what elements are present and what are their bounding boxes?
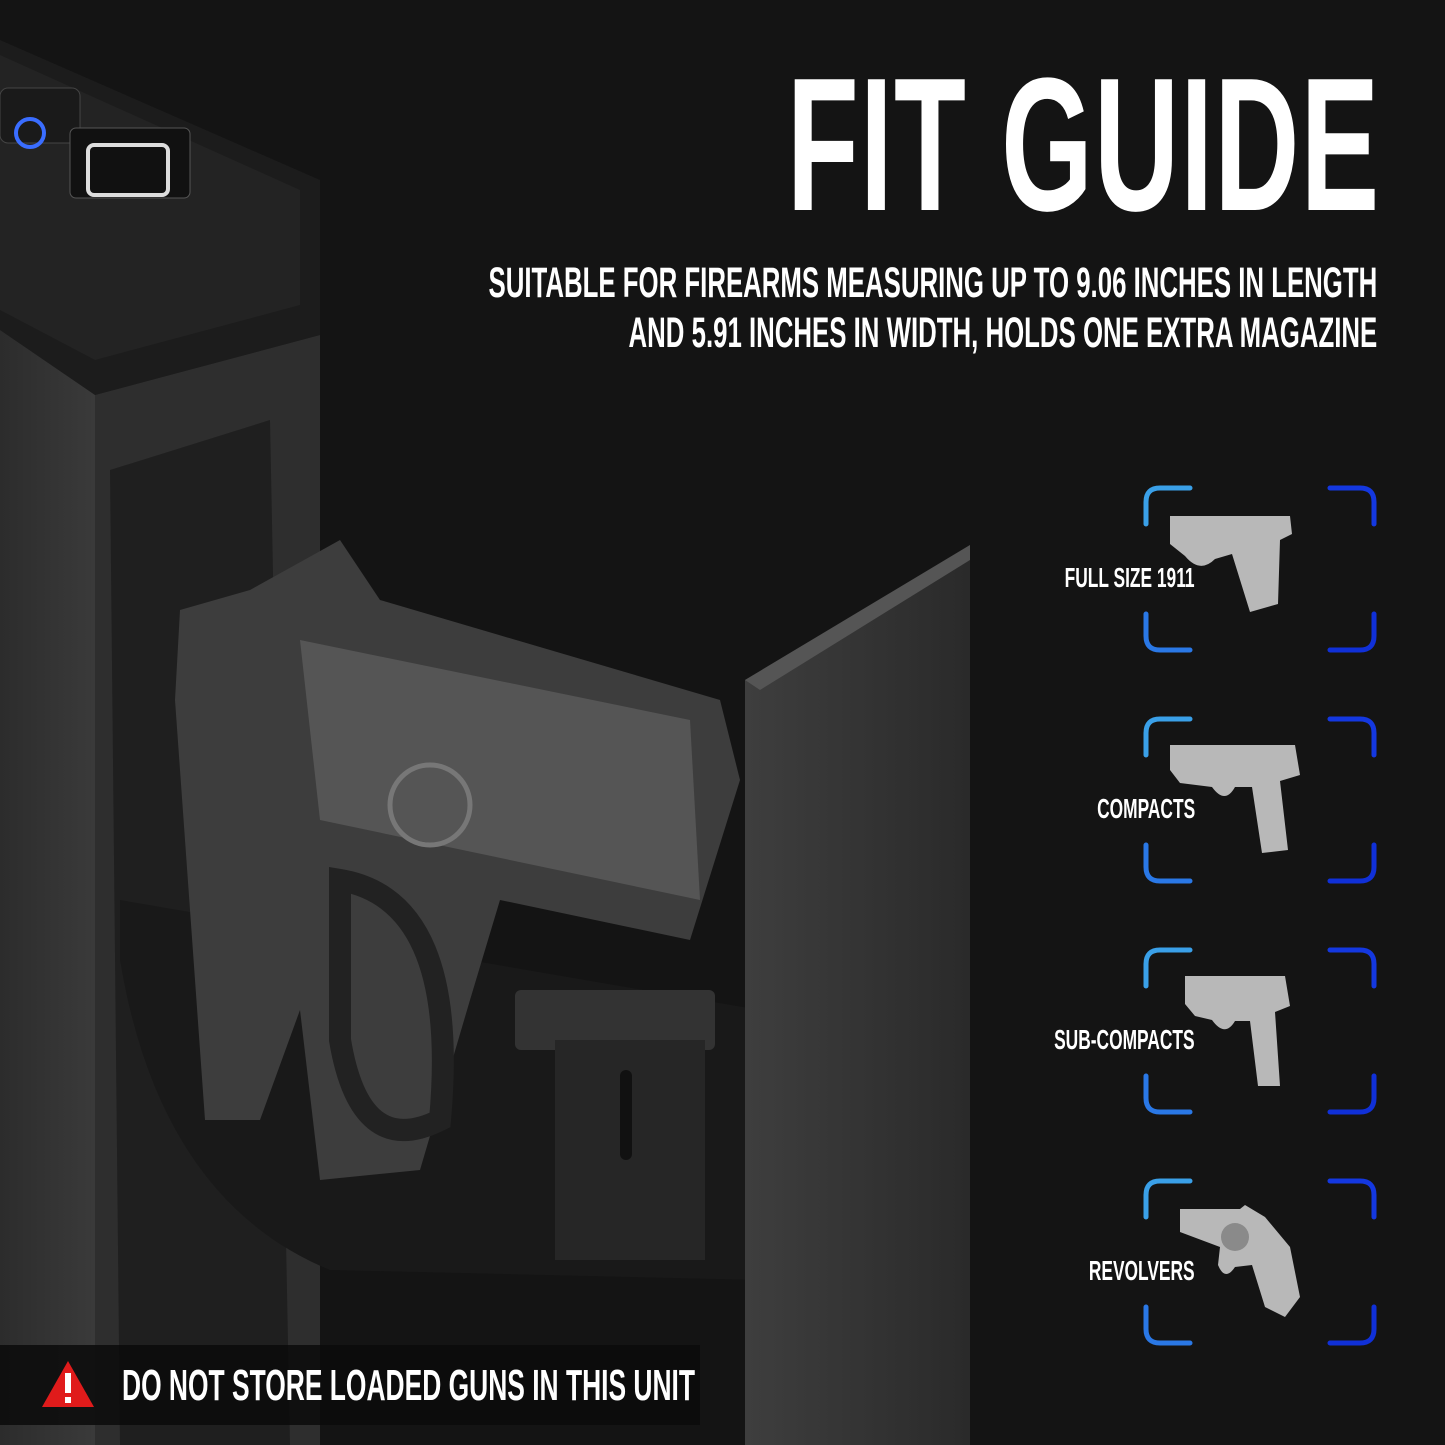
subtitle: SUITABLE FOR FIREARMS MEASURING UP TO 9.… <box>0 258 1377 358</box>
fit-item-label: FULL SIZE 1911 <box>1065 562 1195 593</box>
subtitle-line-1: SUITABLE FOR FIREARMS MEASURING UP TO 9.… <box>488 259 1377 307</box>
fit-item-revolvers: REVOLVERS <box>1040 1177 1380 1347</box>
page-title: FIT GUIDE <box>786 39 1380 251</box>
fit-item-label: SUB-COMPACTS <box>1054 1024 1195 1055</box>
warning-triangle-icon <box>42 1361 94 1407</box>
subcompact-pistol-icon <box>1140 946 1380 1116</box>
fit-item-compacts: COMPACTS <box>1040 715 1380 885</box>
fit-item-label: COMPACTS <box>1096 793 1195 824</box>
revolver-icon <box>1140 1177 1380 1347</box>
fit-item-full-size-1911: FULL SIZE 1911 <box>1040 484 1380 654</box>
warning-text: DO NOT STORE LOADED GUNS IN THIS UNIT <box>122 1361 696 1410</box>
pistol-1911-icon <box>1140 484 1380 654</box>
compact-pistol-icon <box>1140 715 1380 885</box>
warning-banner: DO NOT STORE LOADED GUNS IN THIS UNIT <box>0 1345 700 1425</box>
subtitle-line-2: AND 5.91 INCHES IN WIDTH, HOLDS ONE EXTR… <box>628 309 1377 357</box>
fit-item-label: REVOLVERS <box>1089 1255 1195 1286</box>
fit-item-sub-compacts: SUB-COMPACTS <box>1040 946 1380 1116</box>
